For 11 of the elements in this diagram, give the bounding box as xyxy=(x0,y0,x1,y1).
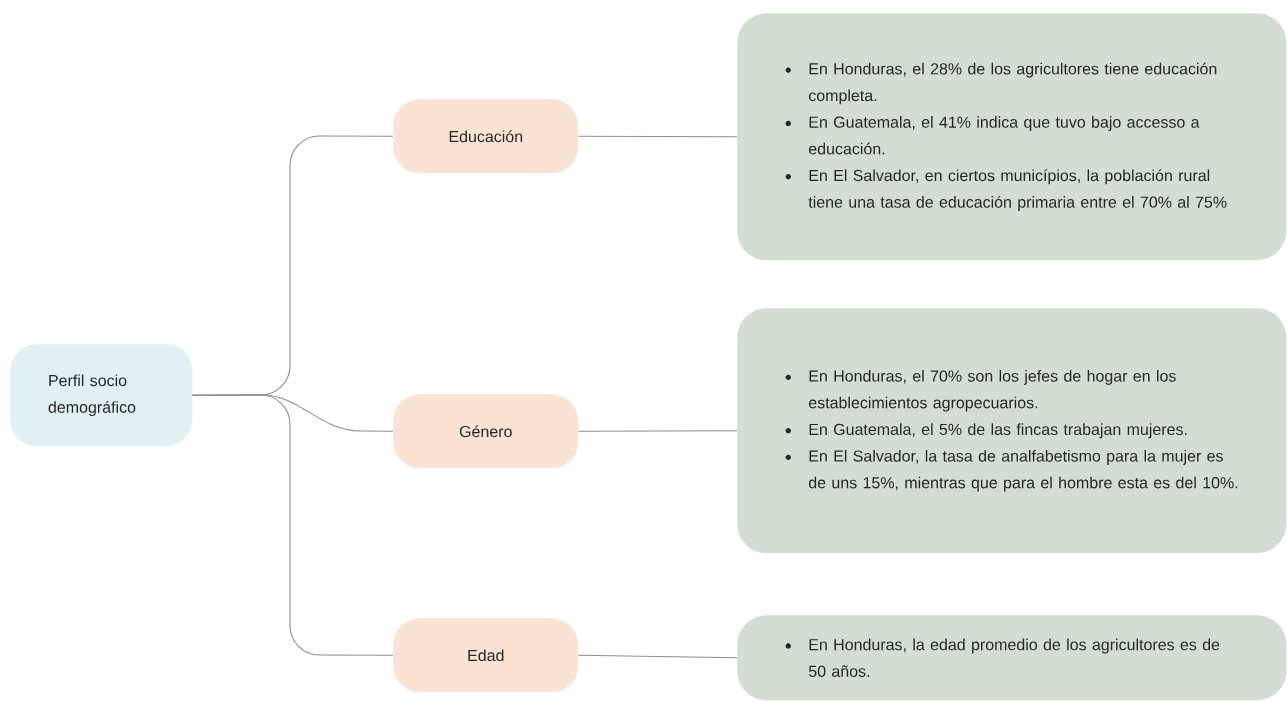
bullet-list-box: En Honduras, el 70% son los jefes de hogar en los establecimientos agropecuarios. En Guatemala, el 5% de las fincas trabajan mujeres. En El Salvador, la tasa de analfabetismo para la mujer es de uns 15%, mientras que para el hombre esta es del 10%. xyxy=(737,308,1287,554)
bullet-list-box: En Honduras, el 28% de los agricultores tiene educación completa. En Guatemala, el 41% indica que tuvo bajo accesso a educación. En El Salvador, en ciertos municípios, la población rural tiene una tasa de educación primaria entre el 70% al 75% xyxy=(737,13,1287,261)
connector xyxy=(578,654,738,659)
connector xyxy=(578,430,738,432)
topic-box: Género xyxy=(393,394,579,469)
bullet-list-box: En Honduras, la edad promedio de los agricultores es de 50 años. xyxy=(737,615,1287,701)
root-box: Perfil socio demográfico xyxy=(10,344,193,447)
topic-box: Edad xyxy=(393,618,579,693)
connector xyxy=(192,394,394,656)
connector xyxy=(578,135,738,138)
topic-box: Educación xyxy=(393,99,579,174)
